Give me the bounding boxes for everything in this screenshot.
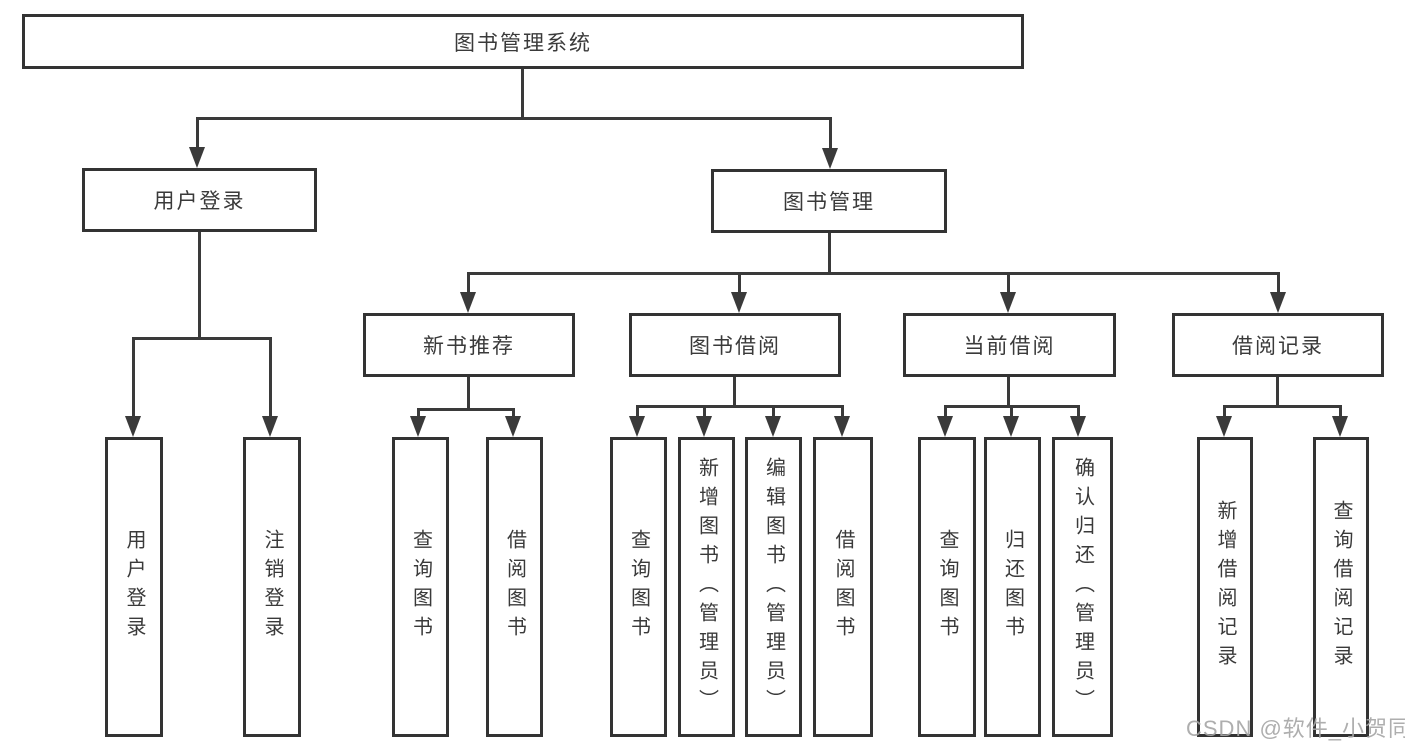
leaf-bb-query-books-label: 查询图书 [627, 529, 650, 645]
leaf-user-login-label: 用户登录 [123, 529, 145, 645]
arrowhead-down-icon [1070, 416, 1086, 437]
node-current-borrow-label: 当前借阅 [963, 335, 1056, 358]
arrowhead-down-icon [1000, 292, 1016, 313]
leaf-cb-query-books-label: 查询图书 [936, 529, 958, 645]
node-root-label: 图书管理系统 [454, 31, 592, 55]
connector-line [467, 272, 470, 294]
connector-line [944, 405, 947, 419]
connector-line [1077, 405, 1080, 419]
connector-line [196, 117, 832, 120]
leaf-bb-borrow-books-label: 借阅图书 [832, 529, 854, 645]
connector-line [1007, 272, 1010, 294]
connector-line [196, 117, 199, 150]
node-book-borrow: 图书借阅 [629, 313, 841, 377]
connector-line [772, 405, 775, 419]
node-borrow-records-label: 借阅记录 [1232, 335, 1324, 358]
connector-line [417, 408, 515, 411]
arrowhead-down-icon [822, 148, 838, 169]
leaf-br-query-record: 查询借阅记录 [1313, 437, 1369, 737]
node-borrow-records: 借阅记录 [1172, 313, 1384, 377]
leaf-bb-edit-books-admin-label: 编辑图书（管理员） [762, 456, 785, 718]
leaf-bb-borrow-books: 借阅图书 [813, 437, 873, 737]
connector-line [467, 272, 1280, 275]
node-root: 图书管理系统 [22, 14, 1024, 69]
leaf-cb-return-books-label: 归还图书 [1001, 529, 1024, 645]
leaf-br-add-record: 新增借阅记录 [1197, 437, 1253, 737]
leaf-nb-borrow-books: 借阅图书 [486, 437, 543, 737]
connector-line [828, 233, 831, 272]
connector-line [269, 337, 272, 417]
connector-line [132, 337, 272, 340]
connector-line [1277, 272, 1280, 294]
connector-line [733, 377, 736, 405]
connector-line [132, 337, 135, 417]
connector-line [1010, 405, 1013, 419]
leaf-bb-edit-books-admin: 编辑图书（管理员） [745, 437, 802, 737]
connector-line [467, 377, 470, 408]
node-new-book-recommend: 新书推荐 [363, 313, 575, 377]
leaf-bb-query-books: 查询图书 [610, 437, 667, 737]
leaf-cb-query-books: 查询图书 [918, 437, 976, 737]
leaf-br-query-record-label: 查询借阅记录 [1330, 500, 1352, 674]
node-book-borrow-label: 图书借阅 [689, 335, 781, 358]
arrowhead-down-icon [834, 416, 850, 437]
arrowhead-down-icon [1270, 292, 1286, 313]
arrowhead-down-icon [629, 416, 645, 437]
connector-line [512, 408, 515, 420]
arrowhead-down-icon [937, 416, 953, 437]
arrowhead-down-icon [731, 292, 747, 313]
leaf-cb-confirm-return-admin-label: 确认归还（管理员） [1071, 456, 1094, 718]
leaf-bb-add-books-admin-label: 新增图书（管理员） [695, 456, 718, 718]
arrowhead-down-icon [460, 292, 476, 313]
node-book-management-label: 图书管理 [783, 191, 875, 214]
connector-line [636, 405, 844, 408]
arrowhead-down-icon [696, 416, 712, 437]
csdn-watermark: CSDN @软件_小贺同学 [1186, 716, 1405, 741]
connector-line [1223, 405, 1226, 419]
arrowhead-down-icon [262, 416, 278, 437]
leaf-cb-confirm-return-admin: 确认归还（管理员） [1052, 437, 1113, 737]
arrowhead-down-icon [765, 416, 781, 437]
node-current-borrow: 当前借阅 [903, 313, 1116, 377]
leaf-bb-add-books-admin: 新增图书（管理员） [678, 437, 735, 737]
arrowhead-down-icon [125, 416, 141, 437]
node-user-login: 用户登录 [82, 168, 317, 232]
connector-line [1276, 377, 1279, 405]
connector-line [198, 232, 201, 337]
connector-line [521, 68, 524, 119]
connector-line [1339, 405, 1342, 419]
connector-line [1007, 377, 1010, 405]
leaf-logout-label: 注销登录 [261, 529, 283, 645]
connector-line [738, 272, 741, 294]
node-book-management: 图书管理 [711, 169, 947, 233]
connector-line [417, 408, 420, 420]
leaf-nb-query-books: 查询图书 [392, 437, 449, 737]
connector-line [1223, 405, 1342, 408]
arrowhead-down-icon [1332, 416, 1348, 437]
arrowhead-down-icon [505, 416, 521, 437]
arrowhead-down-icon [189, 147, 205, 168]
leaf-nb-borrow-books-label: 借阅图书 [503, 529, 526, 645]
leaf-cb-return-books: 归还图书 [984, 437, 1041, 737]
connector-line [841, 405, 844, 419]
arrowhead-down-icon [1003, 416, 1019, 437]
node-user-login-label: 用户登录 [153, 190, 246, 213]
arrowhead-down-icon [410, 416, 426, 437]
leaf-nb-query-books-label: 查询图书 [409, 529, 432, 645]
connector-line [829, 117, 832, 150]
node-new-book-recommend-label: 新书推荐 [423, 335, 515, 358]
connector-line [703, 405, 706, 419]
leaf-br-add-record-label: 新增借阅记录 [1214, 500, 1236, 674]
leaf-logout: 注销登录 [243, 437, 301, 737]
leaf-user-login: 用户登录 [105, 437, 163, 737]
connector-line [636, 405, 639, 419]
arrowhead-down-icon [1216, 416, 1232, 437]
